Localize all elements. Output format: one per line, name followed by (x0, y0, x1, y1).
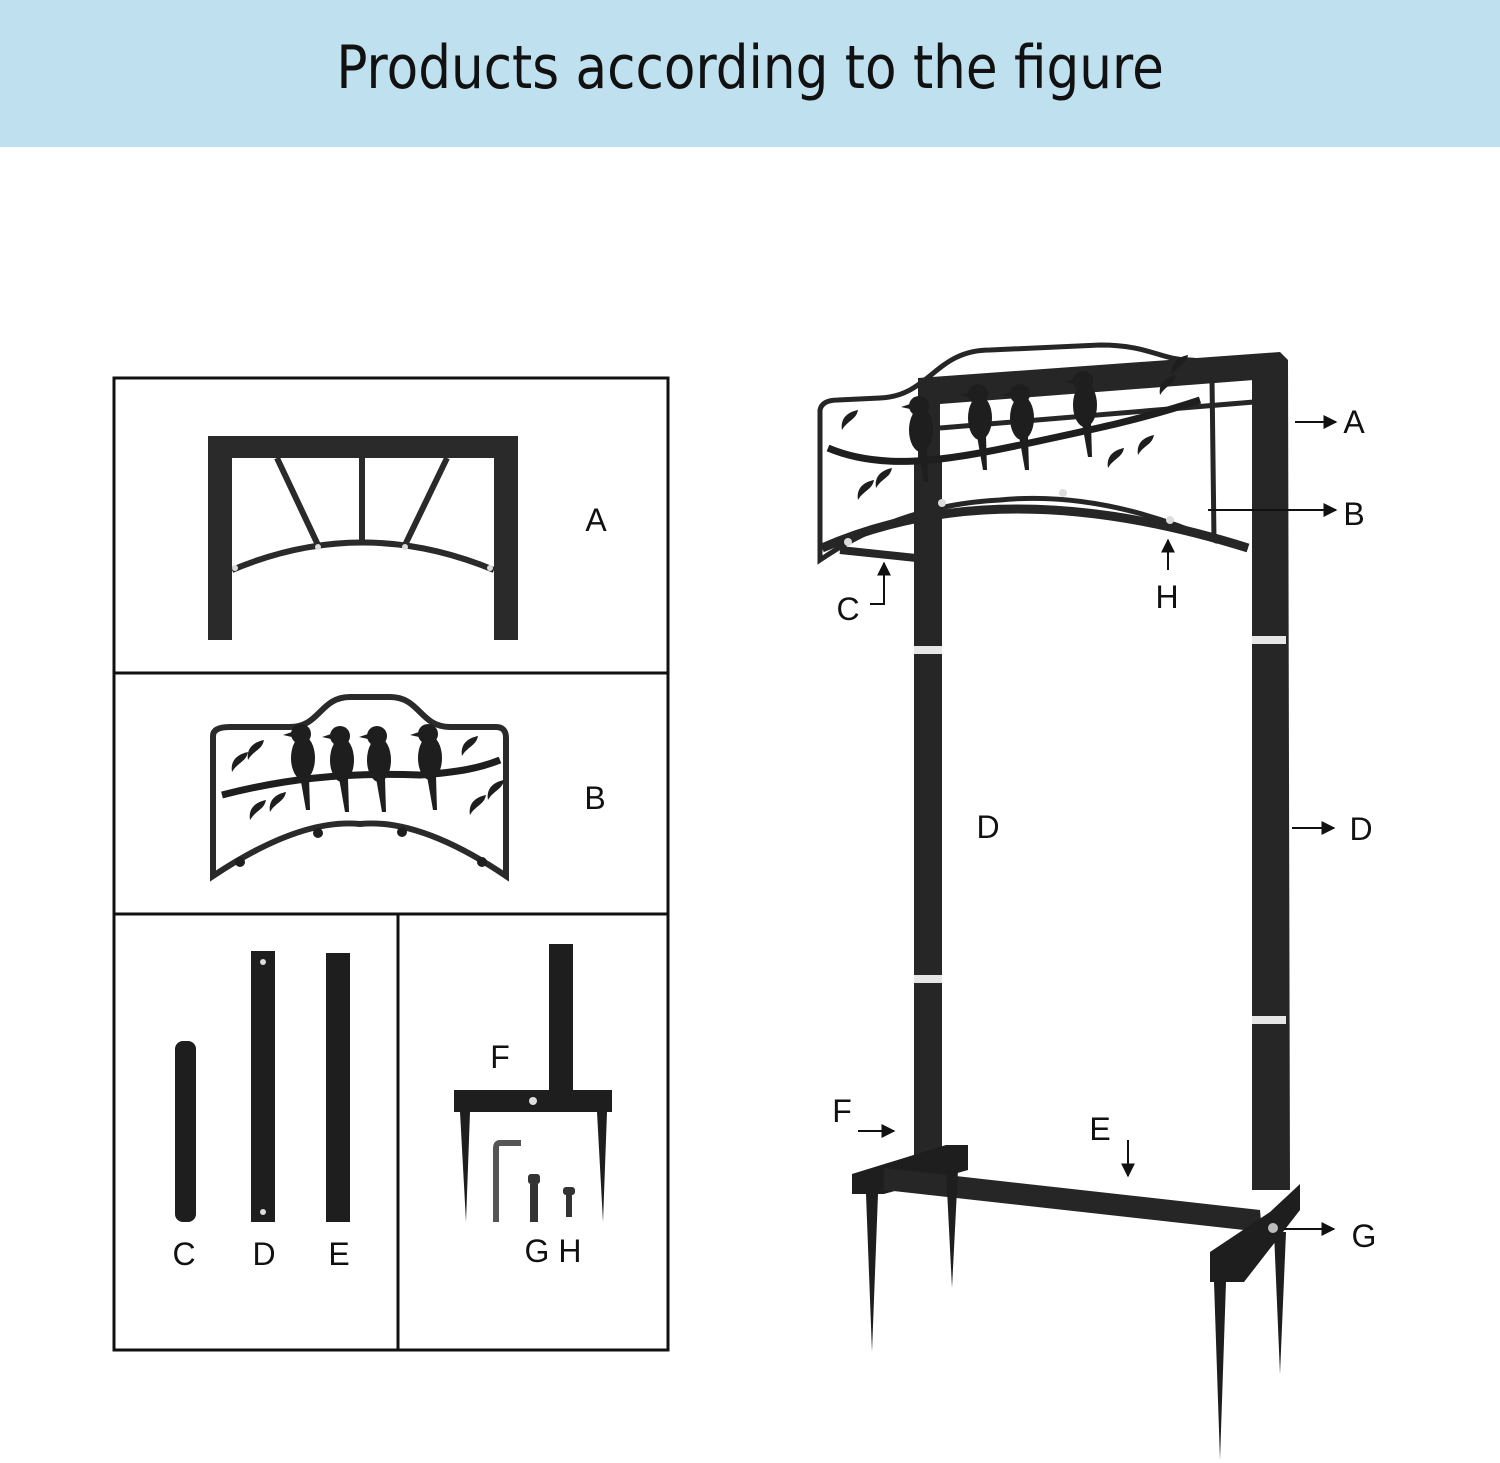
stake-f (454, 944, 612, 1222)
part-a-frame (208, 436, 518, 640)
rod-c (175, 1041, 196, 1222)
rod-e-label: E (328, 1236, 349, 1272)
rod-d (251, 951, 275, 1222)
rod-c-label: C (172, 1236, 195, 1272)
assembly-d-outer-label: D (1349, 811, 1372, 847)
assembly-g-label: G (1352, 1218, 1377, 1254)
bird-3 (359, 726, 391, 812)
assembly-a-label: A (1343, 404, 1365, 440)
bird-2 (322, 726, 354, 812)
assembly-h-label: H (1155, 579, 1178, 615)
assembled-arch (817, 342, 1300, 1460)
stake-f-label: F (490, 1039, 510, 1075)
assembly-f-label: F (832, 1093, 852, 1129)
allen-key (493, 1140, 521, 1222)
annotation-arrows (858, 415, 1338, 1236)
assembly-b-label: B (1343, 496, 1364, 532)
assembly-c-label: C (836, 591, 859, 627)
assembly-d-inner-label: D (976, 809, 999, 845)
part-a-label: A (585, 502, 607, 538)
bolt-h (563, 1187, 575, 1217)
bolt-g (528, 1174, 540, 1222)
bird-1 (283, 724, 315, 810)
part-b-label: B (584, 780, 605, 816)
banner-title: Products according to the figure (336, 32, 1164, 103)
title-banner: Products according to the figure (0, 0, 1500, 147)
assembly-e-label: E (1089, 1111, 1110, 1147)
rod-e (326, 953, 350, 1222)
rod-d-label: D (252, 1236, 275, 1272)
parts-sheet (112, 376, 670, 1352)
bird-4 (410, 724, 442, 810)
hardware-gh-label: G H (525, 1233, 582, 1269)
part-b-bird-panel (210, 694, 509, 882)
